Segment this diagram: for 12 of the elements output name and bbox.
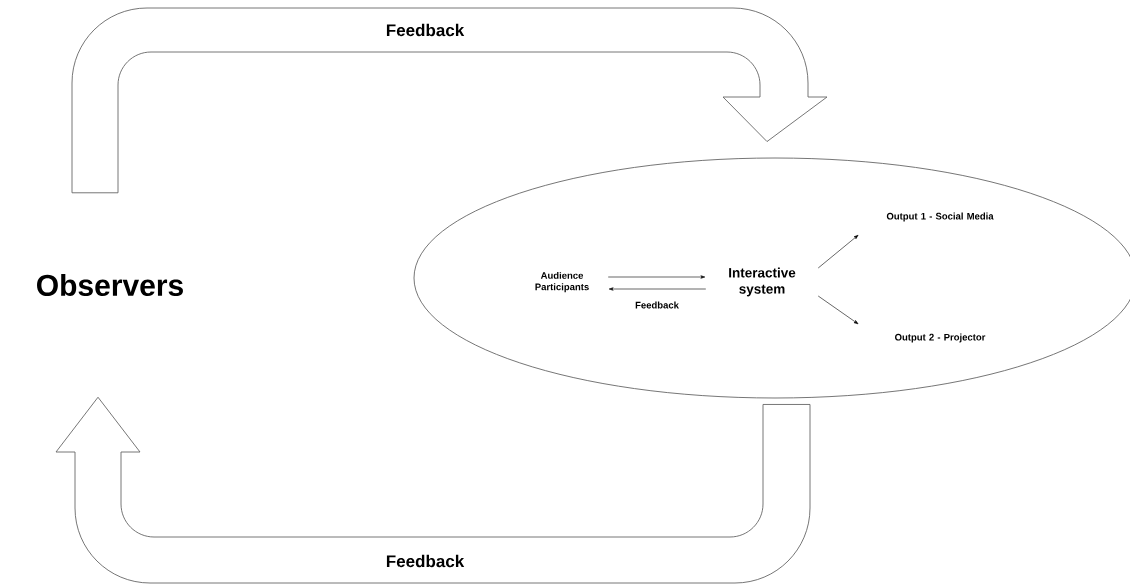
node-label: Output 2 - Projector — [895, 333, 986, 343]
node-label: Audience Participants — [535, 271, 589, 293]
edge-label: Feedback — [634, 300, 680, 310]
arrow — [608, 287, 707, 291]
block-arrow — [71, 7, 828, 194]
arrow — [817, 295, 859, 325]
arrow — [817, 234, 859, 269]
node-label: Output 1 - Social Media — [886, 212, 994, 222]
title-text: Observers — [37, 274, 183, 297]
arrow — [607, 275, 706, 279]
system-label: Interactive system — [729, 267, 796, 297]
block-arrow — [55, 396, 811, 584]
